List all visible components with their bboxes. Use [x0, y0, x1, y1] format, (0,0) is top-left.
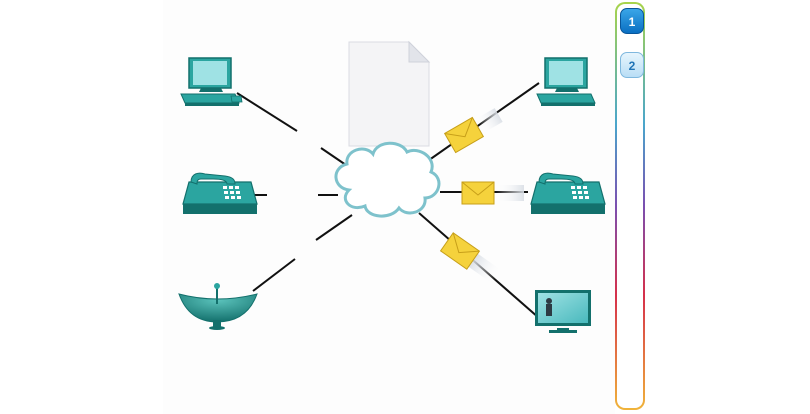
desktop-computer-icon — [180, 57, 243, 106]
link-left-computer-cloud — [320, 147, 347, 166]
link-left-computer — [236, 92, 298, 132]
network-diagram — [178, 40, 606, 333]
document-icon — [348, 40, 431, 147]
satellite-dish-icon — [178, 283, 258, 330]
link-left-dish — [252, 258, 296, 292]
envelope-icon — [443, 108, 503, 154]
telephone-icon — [182, 172, 258, 214]
envelope-icon — [439, 232, 503, 284]
slide-button-1[interactable]: 1 — [620, 8, 644, 34]
television-icon — [535, 290, 591, 333]
diagram-stage — [163, 0, 615, 414]
telephone-icon — [530, 172, 606, 214]
cloud-icon — [334, 141, 441, 218]
desktop-computer-icon — [536, 57, 596, 106]
envelope-icon — [461, 181, 524, 205]
slide-navigation-panel: 1 2 — [615, 2, 645, 410]
slide-button-2[interactable]: 2 — [620, 52, 644, 78]
link-left-dish-cloud — [315, 214, 353, 241]
